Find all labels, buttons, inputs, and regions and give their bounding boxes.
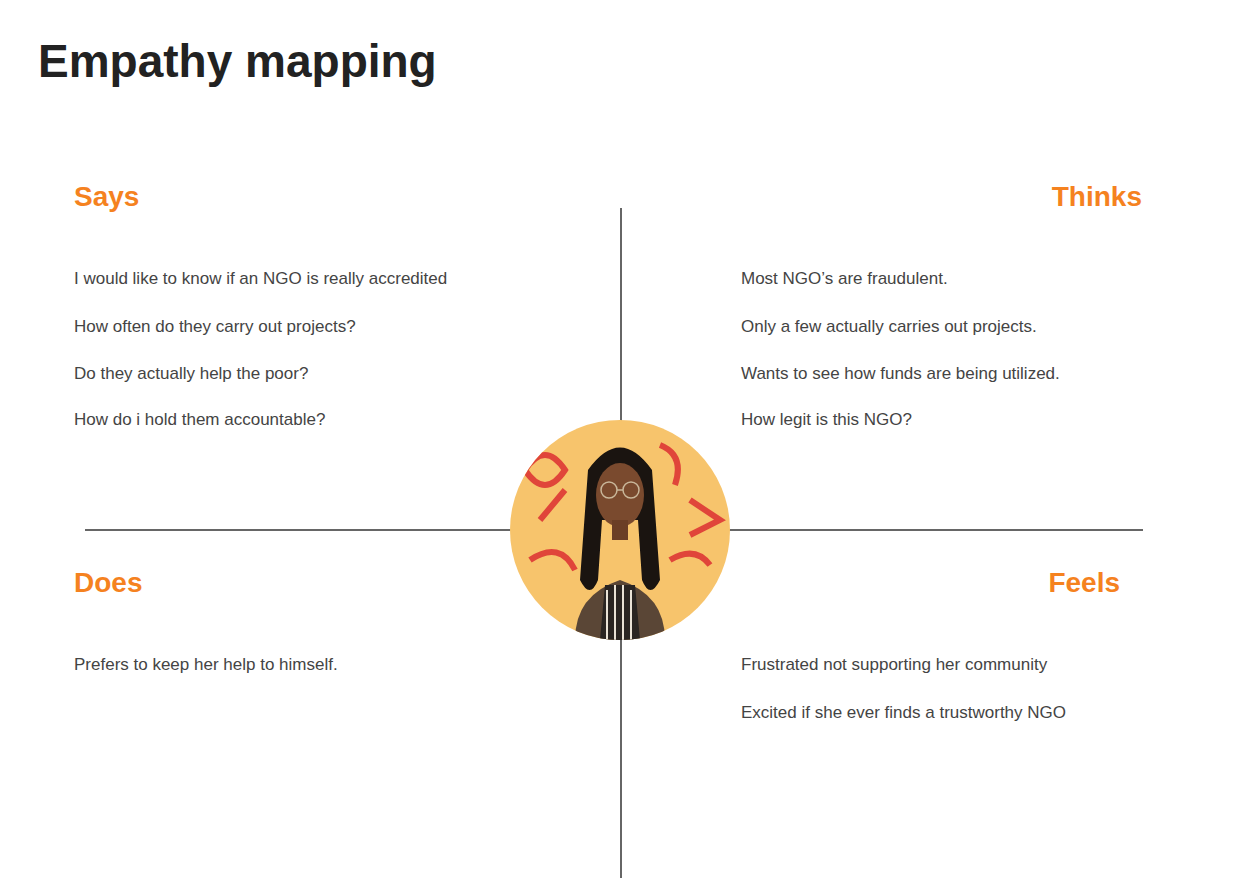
quadrant-item: Only a few actually carries out projects… (741, 318, 1037, 335)
persona-portrait (510, 420, 730, 640)
quadrant-item: Excited if she ever finds a trustworthy … (741, 704, 1066, 721)
quadrant-item: Wants to see how funds are being utilize… (741, 365, 1060, 382)
quadrant-heading: Feels (1048, 569, 1120, 597)
quadrant-item: How often do they carry out projects? (74, 318, 356, 335)
quadrant-heading: Does (74, 569, 142, 597)
quadrant-item: Prefers to keep her help to himself. (74, 656, 338, 673)
quadrant-heading: Says (74, 183, 139, 211)
quadrant-item: How do i hold them accountable? (74, 411, 325, 428)
page-title: Empathy mapping (38, 38, 437, 84)
quadrant-item: Most NGO’s are fraudulent. (741, 270, 948, 287)
horizontal-divider (728, 529, 1143, 531)
quadrant-item: How legit is this NGO? (741, 411, 912, 428)
quadrant-item: I would like to know if an NGO is really… (74, 270, 447, 287)
quadrant-item: Frustrated not supporting her community (741, 656, 1047, 673)
quadrant-item: Do they actually help the poor? (74, 365, 308, 382)
quadrant-heading: Thinks (1052, 183, 1142, 211)
horizontal-divider (85, 529, 512, 531)
